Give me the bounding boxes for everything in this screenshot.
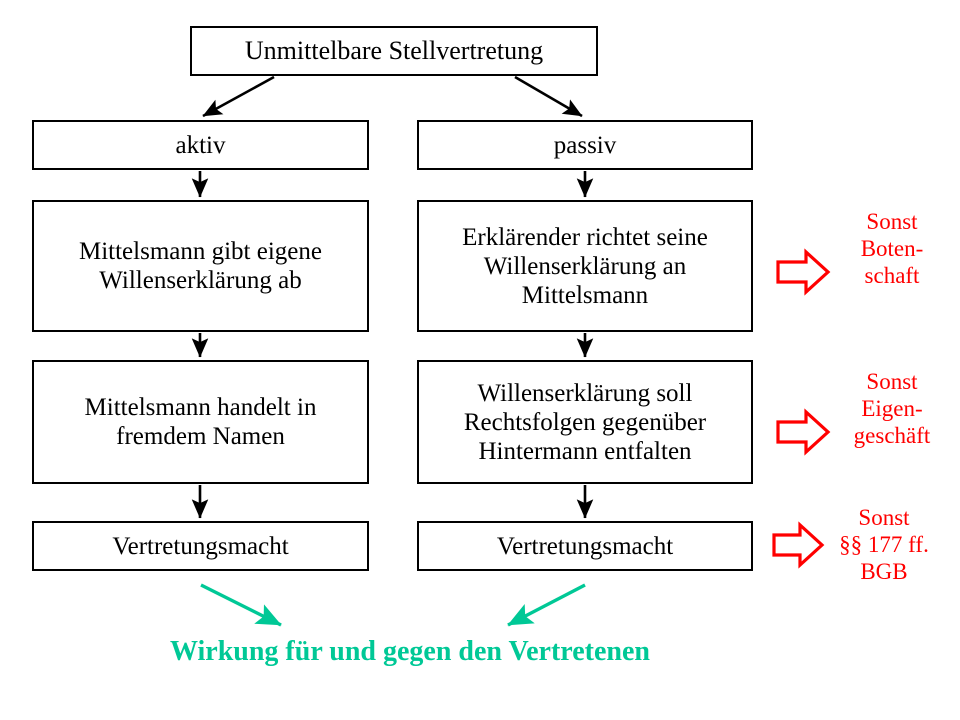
side-note-2-line-1: Sonst xyxy=(866,369,918,394)
side-note-2-line-2: Eigen- xyxy=(861,395,923,421)
node-right-step-3-label: Vertretungsmacht xyxy=(496,532,674,560)
node-right-step-3: Vertretungsmacht xyxy=(417,521,753,571)
side-note-1-line-2: Boten- xyxy=(860,235,924,261)
arrow-left-to-conclusion xyxy=(200,583,282,627)
side-note-1-line-1: Sonst xyxy=(866,209,918,234)
node-branch-left-heading: aktiv xyxy=(32,120,369,170)
conclusion-text: Wirkung für und gegen den Vertretenen xyxy=(170,636,650,667)
block-arrow-right-icon-2 xyxy=(776,408,831,456)
node-title: Unmittelbare Stellvertretung xyxy=(190,26,598,76)
side-note-3-line-1: Sonst xyxy=(858,505,910,530)
node-branch-left-heading-label: aktiv xyxy=(175,131,226,159)
side-note-1: Sonst Boten- schaft xyxy=(828,209,956,290)
block-arrow-right-icon-1 xyxy=(776,248,831,296)
node-left-step-3-label: Vertretungsmacht xyxy=(112,532,289,560)
side-note-2: Sonst Eigen- geschäft xyxy=(828,369,956,450)
node-left-step-3: Vertretungsmacht xyxy=(32,521,369,571)
arrow-right-to-conclusion xyxy=(507,583,586,627)
side-note-3-line-2: §§ 177 ff. xyxy=(839,531,929,557)
node-branch-right-heading-label: passiv xyxy=(553,131,617,159)
arrow-title-to-aktiv xyxy=(202,75,275,118)
side-note-2-line-3: geschäft xyxy=(853,422,931,448)
arrow-title-to-passiv xyxy=(514,75,583,118)
side-note-3: Sonst §§ 177 ff. BGB xyxy=(820,505,948,586)
node-title-label: Unmittelbare Stellvertretung xyxy=(244,35,544,65)
node-branch-right-heading: passiv xyxy=(417,120,753,170)
block-arrow-right-icon-3 xyxy=(772,521,825,569)
side-note-3-line-3: BGB xyxy=(860,558,908,584)
side-note-1-line-3: schaft xyxy=(864,262,920,288)
